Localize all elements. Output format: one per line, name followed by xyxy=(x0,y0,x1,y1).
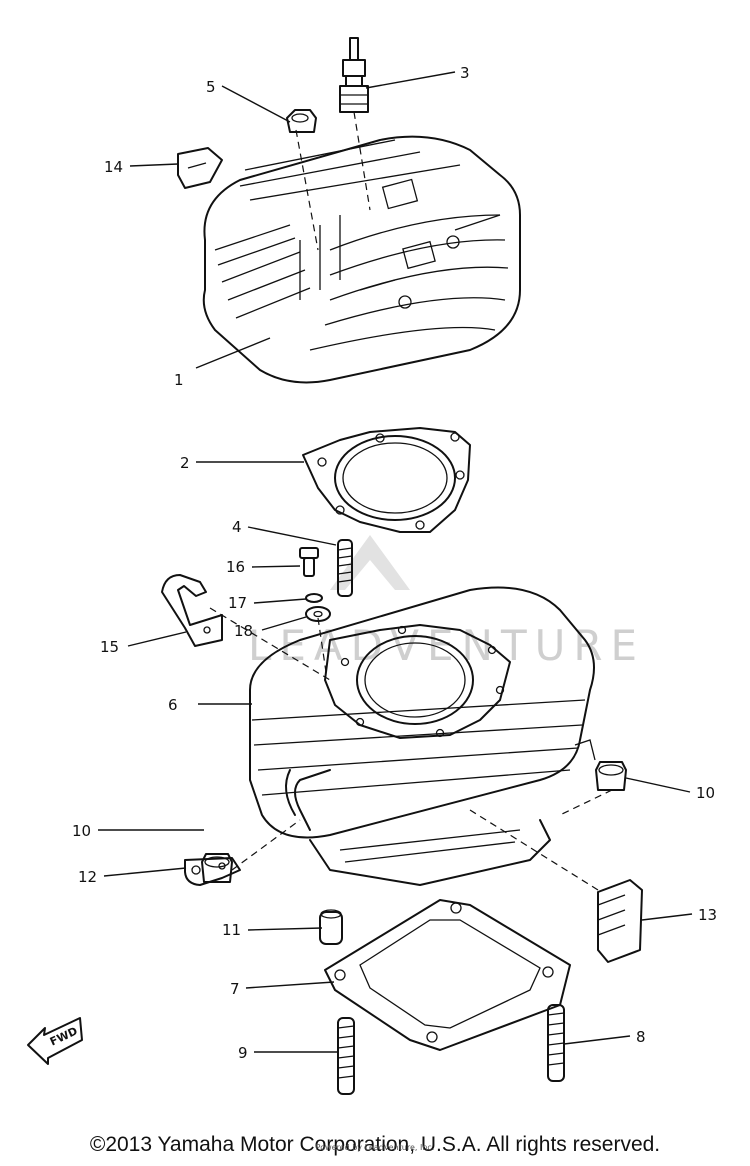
powered-by-text: Powered by LeadVenture, Inc. xyxy=(315,1143,435,1152)
callout-10-right: 10 xyxy=(696,784,715,802)
callout-14: 14 xyxy=(104,158,123,176)
callout-15: 15 xyxy=(100,638,119,656)
callout-18: 18 xyxy=(234,622,253,640)
spark-plug-part-3 xyxy=(339,37,369,113)
callout-12: 12 xyxy=(78,868,97,886)
callout-9: 9 xyxy=(238,1044,248,1062)
callout-numbers: 1 2 3 4 5 6 7 8 9 10 10 11 12 13 14 15 1… xyxy=(72,64,717,1062)
base-gasket-part-7 xyxy=(324,899,571,1051)
damper-part-13 xyxy=(597,879,643,963)
bracket-part-15 xyxy=(161,574,223,647)
watermark-text: LEADVENTURE xyxy=(248,621,645,670)
nut-part-10-left xyxy=(201,853,233,883)
nut-part-5 xyxy=(286,109,317,133)
callout-5: 5 xyxy=(206,78,216,96)
clip-part-14 xyxy=(177,147,223,189)
washer-part-17 xyxy=(305,593,323,603)
callout-17: 17 xyxy=(228,594,247,612)
callout-7: 7 xyxy=(230,980,240,998)
callout-8: 8 xyxy=(636,1028,646,1046)
callout-16: 16 xyxy=(226,558,245,576)
callout-1: 1 xyxy=(174,371,184,389)
callout-4: 4 xyxy=(232,518,242,536)
callout-2: 2 xyxy=(180,454,190,472)
stud-part-9 xyxy=(337,1017,355,1095)
plate-part-12 xyxy=(184,857,241,886)
copyright-notice: ©2013 Yamaha Motor Corporation, U.S.A. A… xyxy=(89,1133,661,1156)
cylinder-part-6 xyxy=(249,586,596,886)
fwd-arrow-icon: FWD xyxy=(27,1017,83,1065)
callout-11: 11 xyxy=(222,921,241,939)
bolt-part-16 xyxy=(299,547,319,577)
nut-part-10-right xyxy=(595,761,627,791)
stud-part-8 xyxy=(547,1004,565,1082)
cylinder-head-part-1 xyxy=(202,135,521,384)
stud-bolt-part-4 xyxy=(337,539,353,597)
dowel-pin-part-11 xyxy=(319,909,343,945)
callout-6: 6 xyxy=(168,696,178,714)
alignment-lines xyxy=(209,111,613,891)
head-gasket-part-2 xyxy=(302,427,471,533)
callout-3: 3 xyxy=(460,64,470,82)
callout-10-left: 10 xyxy=(72,822,91,840)
leader-lines xyxy=(98,71,693,1053)
watermark: LEADVENTURE xyxy=(248,535,645,670)
callout-13: 13 xyxy=(698,906,717,924)
